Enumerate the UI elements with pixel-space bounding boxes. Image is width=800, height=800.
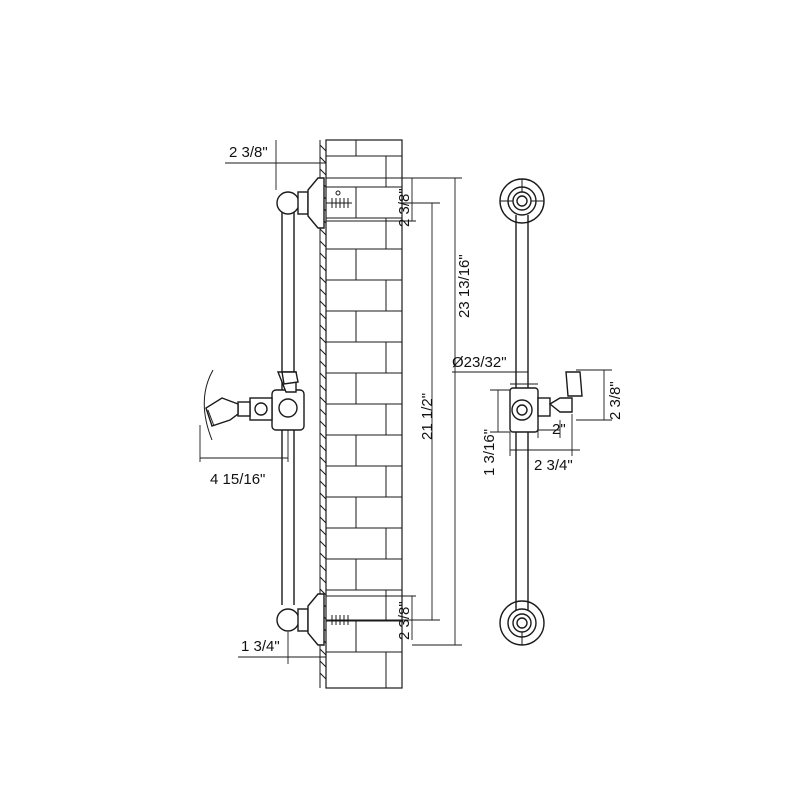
top-flange <box>499 178 545 224</box>
label-holder-width: 2 3/4" <box>534 457 573 474</box>
dim-base-depth: 1 3/4" <box>238 632 327 664</box>
slide-holder <box>237 371 305 431</box>
dim-top-bracket: 2 3/8" <box>326 177 416 227</box>
front-holder <box>509 371 583 433</box>
dim-holder-width: 2 3/4" <box>509 414 580 474</box>
front-view: Ø23/32" 2 3/8" 2" 2 3/4" 1 3 <box>452 178 624 646</box>
dim-holder-height: 1 3/16" <box>481 389 510 476</box>
side-view: 2 3/8" 2 3/8" 21 1/2" 23 13/16" <box>199 139 473 689</box>
label-rail-diameter: Ø23/32" <box>452 354 507 371</box>
label-valve-width: 2" <box>552 421 566 438</box>
hand-shower-head <box>203 369 239 441</box>
label-lever-height: 2 3/8" <box>607 381 624 420</box>
dim-overall-height: 23 13/16" <box>412 177 473 646</box>
label-bottom-bracket: 2 3/8" <box>396 601 413 640</box>
dim-rail-diameter: Ø23/32" <box>452 354 529 386</box>
label-top-bracket: 2 3/8" <box>396 188 413 227</box>
dim-top-offset: 2 3/8" <box>225 140 327 190</box>
top-wall-bracket <box>276 177 352 229</box>
label-top-offset: 2 3/8" <box>229 144 268 161</box>
dim-valve-width: 2" <box>537 420 566 438</box>
dim-holder-reach: 4 15/16" <box>199 425 289 488</box>
dim-lever-height: 2 3/8" <box>576 369 624 421</box>
dim-bottom-bracket: 2 3/8" <box>326 595 416 640</box>
label-holder-height: 1 3/16" <box>481 429 498 476</box>
label-center-span: 21 1/2" <box>419 393 436 440</box>
dim-center-span: 21 1/2" <box>400 202 440 621</box>
label-base-depth: 1 3/4" <box>241 638 280 655</box>
label-holder-reach: 4 15/16" <box>210 471 265 488</box>
label-overall-height: 23 13/16" <box>456 254 473 318</box>
brick-wall <box>319 139 403 689</box>
bottom-flange <box>499 600 545 646</box>
